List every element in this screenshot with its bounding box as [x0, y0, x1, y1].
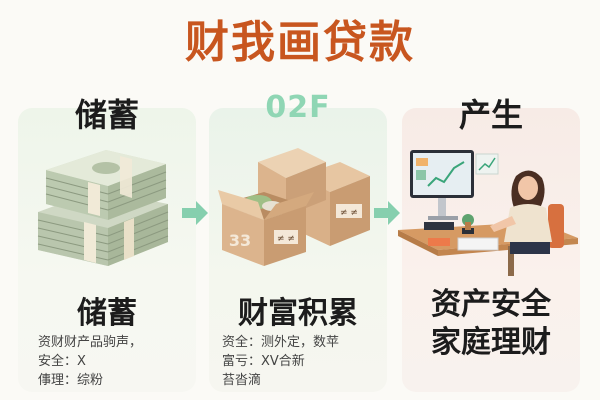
desc-line: 苔沓滴	[222, 373, 262, 388]
step-heading-result: 产生	[458, 96, 523, 134]
step-label-savings: 储蓄	[77, 296, 137, 331]
box-label-right: ≠ ≠	[340, 208, 358, 218]
desc-line: 资财财产品驹声，	[38, 335, 143, 350]
desc-line: 安全：X	[38, 354, 86, 369]
arrow-right-icon	[374, 201, 400, 225]
desc-line: 富亏：XV合新	[222, 354, 305, 369]
step-label-result-line-2: 家庭理财	[431, 325, 551, 360]
page-title: 财我画贷款	[185, 17, 415, 68]
boxes-icon: ≠ ≠ 33 ≠ ≠	[218, 148, 370, 266]
box-label-number: 33	[229, 231, 251, 250]
step-heading-wealth: 02F	[265, 90, 331, 125]
desc-line: 倳理：综粉	[38, 373, 104, 388]
desc-line: 资全：测外定，数苹	[222, 335, 340, 350]
money-stack-icon	[37, 150, 169, 266]
woman-at-computer-icon	[398, 150, 578, 276]
arrow-right-icon	[182, 201, 208, 225]
box-label-front: ≠ ≠	[277, 234, 295, 244]
step-label-result-line-1: 资产安全	[431, 287, 551, 322]
step-desc-savings: 资财财产品驹声， 安全：X 倳理：综粉	[38, 333, 142, 390]
step-label-wealth: 财富积累	[238, 296, 358, 331]
step-desc-wealth: 资全：测外定，数苹 富亏：XV合新 苔沓滴	[222, 333, 339, 390]
step-label-result: 资产安全 家庭理财	[402, 286, 580, 362]
step-heading-savings: 储蓄	[74, 96, 139, 134]
